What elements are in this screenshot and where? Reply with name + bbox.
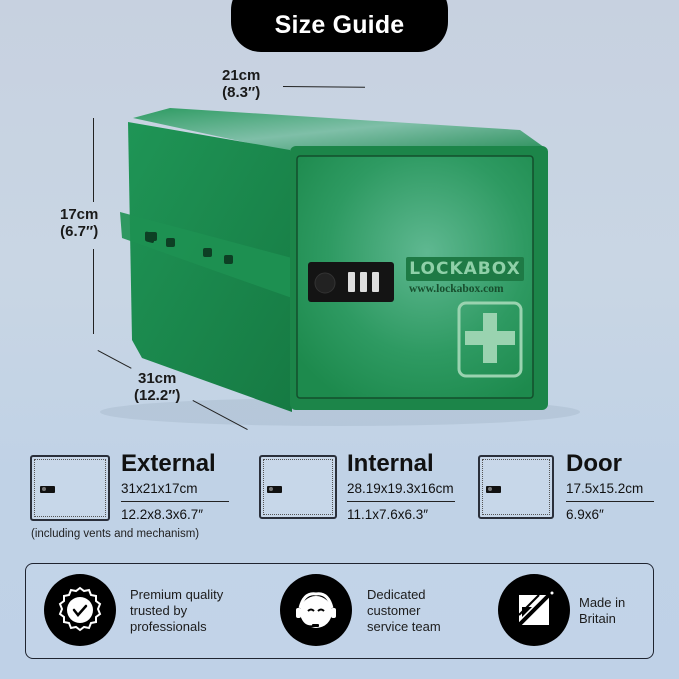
made-in-britain-icon <box>498 574 570 646</box>
size-guide-header: Size Guide <box>231 0 448 52</box>
lock-mark-icon <box>40 486 55 493</box>
feature-line: professionals <box>130 619 207 634</box>
spec-metric-in: 12.2x8.3x6.7″ <box>121 507 204 522</box>
feature-text-britain: Made in Britain <box>579 595 625 627</box>
divider <box>566 501 654 502</box>
customer-service-headset-icon <box>280 574 352 646</box>
height-inch: (6.7″) <box>60 223 99 240</box>
spec-metric-in: 6.9x6″ <box>566 507 604 522</box>
brand-logo: LOCKABOX <box>406 257 524 281</box>
width-cm: 21cm <box>222 67 261 84</box>
lockabox-illustration <box>100 108 580 426</box>
door-icon <box>478 455 554 519</box>
lock-mark-icon <box>486 486 501 493</box>
feature-line: trusted by <box>130 603 188 618</box>
height-dimension-line-bottom <box>93 249 94 334</box>
spec-title: Door <box>566 450 622 477</box>
internal-box-icon <box>259 455 337 519</box>
spec-metric-cm: 31x21x17cm <box>121 481 198 496</box>
feature-line: customer <box>367 603 421 618</box>
product-image: LOCKABOX www.lockabox.com <box>100 108 580 426</box>
depth-cm: 31cm <box>138 370 177 387</box>
spec-title: Internal <box>347 450 434 477</box>
brand-name: LOCKABOX <box>409 259 521 279</box>
spec-metric-cm: 17.5x15.2cm <box>566 481 644 496</box>
depth-label: 31cm (12.2″) <box>134 370 180 404</box>
depth-inch: (12.2″) <box>134 387 181 404</box>
spec-title: External <box>121 450 216 477</box>
height-dimension-line-top <box>93 118 94 202</box>
lock-mark-icon <box>267 486 282 493</box>
feature-line: service team <box>367 619 441 634</box>
height-cm: 17cm <box>60 206 99 223</box>
feature-line: Dedicated <box>367 587 426 602</box>
spec-metric-in: 11.1x7.6x6.3″ <box>347 507 429 522</box>
page-title: Size Guide <box>274 11 405 39</box>
width-label: 21cm (8.3″) <box>222 67 260 101</box>
spec-metric-cm: 28.19x19.3x16cm <box>347 481 454 496</box>
brand-url: www.lockabox.com <box>409 283 504 295</box>
feature-text-service: Dedicated customer service team <box>367 587 441 635</box>
feature-line: Premium quality <box>130 587 224 602</box>
feature-line: Made in <box>579 595 626 610</box>
quality-badge-icon <box>44 574 116 646</box>
feature-line: Britain <box>579 611 616 626</box>
width-inch: (8.3″) <box>222 84 261 101</box>
divider <box>347 501 455 502</box>
external-note: (including vents and mechanism) <box>31 528 200 540</box>
feature-text-quality: Premium quality trusted by professionals <box>130 587 223 635</box>
height-label: 17cm (6.7″) <box>60 206 98 240</box>
divider <box>121 501 229 502</box>
external-box-icon <box>30 455 110 521</box>
features-panel: Premium quality trusted by professionals… <box>25 563 654 659</box>
